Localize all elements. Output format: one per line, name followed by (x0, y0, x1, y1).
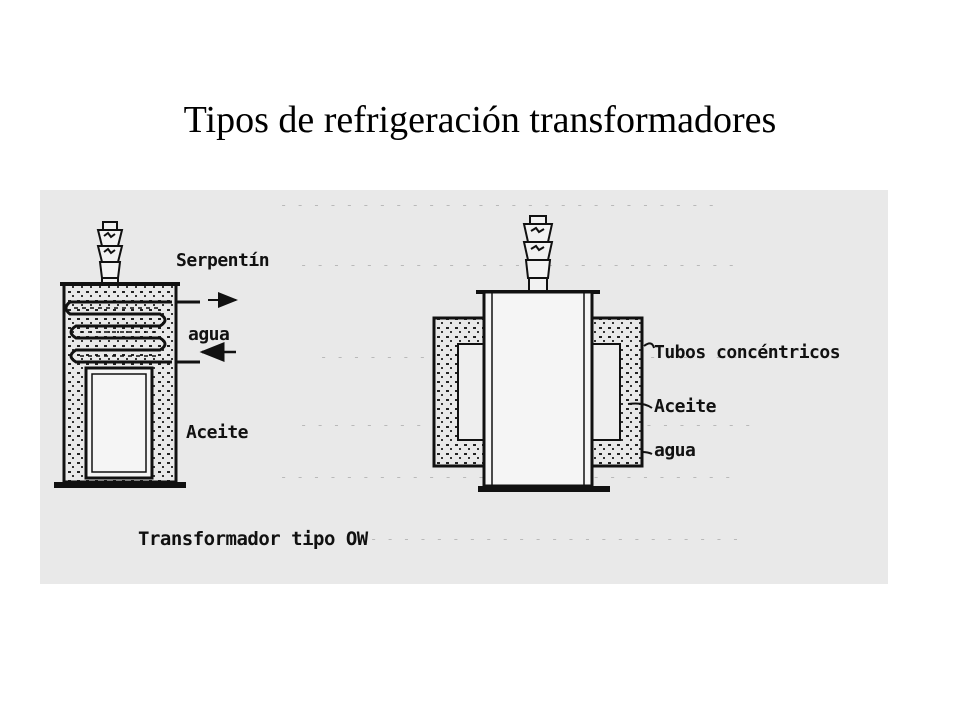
label-aceite-right: Aceite (654, 396, 717, 417)
label-aceite-left: Aceite (186, 422, 249, 443)
left-transformer (54, 221, 238, 488)
label-tubos-concentricos: Tubos concéntricos (654, 342, 841, 363)
slide-title: Tipos de refrigeración transformadores (183, 99, 777, 141)
label-agua-left: agua (188, 324, 230, 345)
scanned-diagram: - - - - - - - - - - - - - - - - - - - - … (40, 190, 888, 584)
bleed-through-text: - - - - - - - - - - - - - - - - - - - - … (300, 258, 736, 272)
right-transformer (432, 215, 655, 492)
leader-water (641, 451, 653, 455)
caption-transformer-type: Transformador tipo OW (138, 528, 368, 550)
left-core (84, 366, 154, 480)
label-serpentin: Serpentín (176, 250, 270, 271)
bleed-through-text: - - - - - - - - - - - - - - - - - - - - … (370, 532, 741, 546)
bleed-through-text: - - - - - - - - - - - - - - - - - - - - … (280, 198, 716, 212)
right-bushing (522, 215, 554, 293)
leader-tubes (643, 342, 655, 349)
leader-oil (627, 402, 653, 409)
label-agua-right: agua (654, 440, 696, 461)
transformer-drawings (54, 215, 655, 492)
left-bushing (96, 221, 124, 285)
serpentine-coil (64, 300, 172, 364)
right-tank (482, 290, 594, 488)
